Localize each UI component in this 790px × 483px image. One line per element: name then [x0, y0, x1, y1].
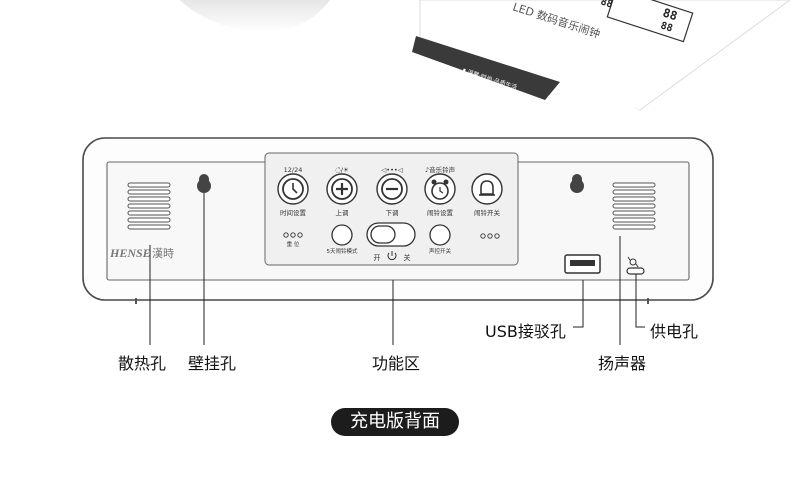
callout-hanging-hole: 壁挂孔 — [188, 354, 237, 373]
power-port-icon — [627, 256, 639, 268]
voice-control-button[interactable] — [429, 224, 451, 246]
usb-port-tongue — [570, 260, 595, 266]
voice-control-label: 声控开关 — [429, 247, 452, 255]
speaker-grille-right — [612, 182, 656, 230]
brand-latin: HENSE — [109, 246, 151, 260]
button-5-label: 闹铃开关 — [474, 208, 501, 217]
bell-icon — [480, 180, 494, 195]
plus-icon — [331, 178, 353, 200]
clock-icon — [282, 178, 304, 200]
manual-digits-3: 88 — [599, 0, 614, 11]
manual-display-outline — [606, 0, 694, 43]
background-shadow — [180, 0, 330, 32]
wall-hanging-hole-left — [197, 174, 211, 193]
button-3-top-label: ◁•••◁ — [381, 166, 403, 174]
button-1-label: 时间设置 — [280, 208, 307, 217]
brand-cjk: 漢時 — [152, 247, 174, 260]
button-1-top-label: 12/24 — [284, 166, 303, 174]
alarm-toggle-button[interactable] — [471, 173, 503, 205]
manual-digits-2: 88 — [659, 20, 674, 34]
button-2-label: 上调 — [336, 208, 349, 217]
button-4-top-label: ♪音乐铃声 — [425, 165, 456, 174]
switch-on-label: 开 — [374, 254, 381, 262]
reset-label: 重 位 — [287, 240, 300, 248]
callout-lines — [149, 193, 645, 345]
switch-off-label: 关 — [404, 253, 411, 262]
vent-grille-left — [127, 182, 171, 230]
callout-power-port: 供电孔 — [650, 322, 699, 341]
callout-speaker: 扬声器 — [598, 354, 647, 373]
alarm-clock-icon — [431, 182, 449, 200]
button-2-top-label: ◌̈/☀ — [335, 166, 349, 174]
power-icon — [387, 251, 397, 261]
manual-dark-band — [412, 36, 560, 100]
button-4-label: 闹铃设置 — [427, 208, 454, 217]
wall-hanging-hole-right — [570, 174, 584, 193]
indicator-dots-left — [283, 232, 303, 238]
power-port — [626, 267, 645, 275]
manual-digits-1: 88 — [661, 6, 679, 24]
manual-booklet: ▮ 温馨·时尚·品质生活 LED 数码音乐闹钟 88 88 88 — [412, 0, 790, 120]
callout-vent: 散热孔 — [118, 354, 167, 373]
indicator-dots-right — [480, 233, 500, 239]
callout-usb-port: USB接驳孔 — [485, 322, 566, 341]
button-3-label: 下调 — [386, 208, 399, 217]
diagram-title: 充电版背面 — [331, 408, 459, 436]
minus-icon — [381, 178, 403, 200]
five-day-alarm-label: 5天闹铃模式 — [327, 247, 358, 255]
callout-function-area: 功能区 — [372, 354, 421, 373]
control-panel — [264, 152, 519, 266]
power-switch-knob — [370, 225, 396, 244]
five-day-alarm-button[interactable] — [331, 224, 353, 246]
